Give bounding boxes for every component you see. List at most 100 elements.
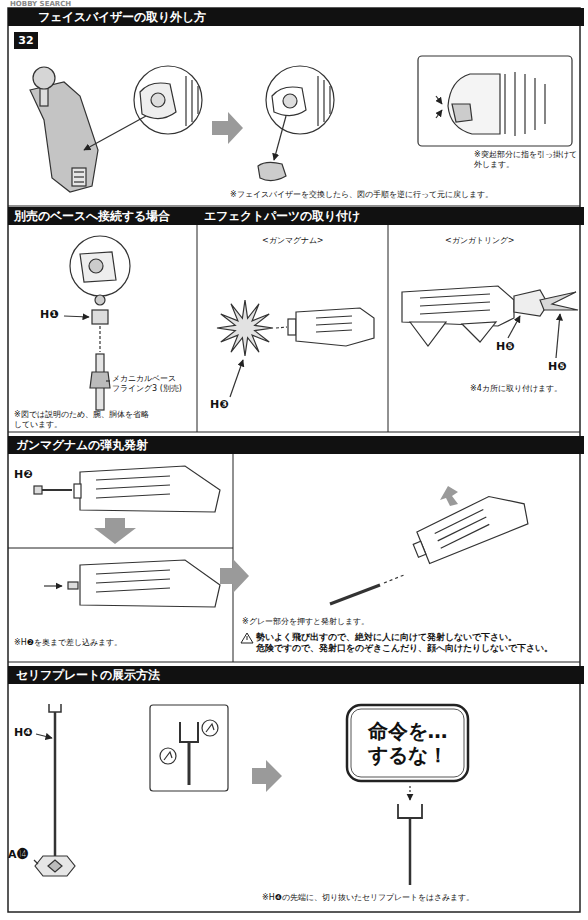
node-text: 32 xyxy=(14,32,38,49)
clip-inset xyxy=(150,705,228,791)
gun-magnum-effect xyxy=(276,327,287,328)
head-sphere xyxy=(197,86,198,114)
base-connection xyxy=(64,236,130,410)
plate-clip xyxy=(398,786,422,885)
page-frame xyxy=(388,225,389,432)
detail-inset xyxy=(436,96,442,104)
gun-gatling-effect xyxy=(462,322,496,342)
part-name: メカニカルベース フライング3 (別売) xyxy=(112,374,186,394)
head-sphere xyxy=(140,83,176,119)
gun-magnum-effect xyxy=(230,360,243,397)
detail-inset xyxy=(544,84,545,124)
step-arrow xyxy=(220,559,249,593)
detail-inset xyxy=(514,72,515,136)
detail-inset xyxy=(452,104,472,122)
plate-stand xyxy=(48,860,62,872)
note: ※H❹の先端に、切り抜いたセリフプレートをはさみます。 xyxy=(262,893,474,903)
node-text: セリフプレートの展示方法 xyxy=(16,666,584,684)
gun-magnum-effect xyxy=(217,300,273,356)
page-frame xyxy=(8,662,580,663)
clip-inset xyxy=(188,742,191,785)
head-visor-removed xyxy=(317,76,318,126)
head-sphere xyxy=(84,116,146,150)
shoulder-part xyxy=(33,67,55,89)
section-header: エフェクトパーツの取り付け xyxy=(198,207,584,225)
note: ※図では説明のため、腕、胴体を省略 しています。 xyxy=(14,410,164,430)
part-number: H❹ xyxy=(14,726,33,740)
page-frame xyxy=(233,454,234,662)
plate-stand xyxy=(34,860,38,864)
clip-inset xyxy=(160,748,176,764)
detail-inset xyxy=(436,110,442,118)
page-frame xyxy=(197,207,198,432)
step-number: 32 xyxy=(14,32,38,49)
base-connection xyxy=(99,326,100,352)
note: ※グレー部分を押すと発射します。 xyxy=(242,617,369,627)
gun-magnum-firing xyxy=(407,485,531,566)
head-visor-removed xyxy=(274,116,286,160)
page-frame xyxy=(8,8,580,912)
part-number: H❶ xyxy=(40,308,59,322)
step-arrow xyxy=(252,760,282,792)
head-visor-removed xyxy=(283,94,297,108)
gun-magnum-effect xyxy=(296,308,374,346)
gun-magnum-bullet xyxy=(96,579,170,583)
gun-magnum-bullet xyxy=(40,489,72,491)
node-text: 命令を… するな！ xyxy=(362,719,454,767)
gun-gatling-effect xyxy=(402,286,514,326)
clip-inset xyxy=(180,722,198,742)
base-connection xyxy=(106,380,110,381)
head-visor-removed xyxy=(258,66,334,181)
clip-inset xyxy=(202,720,218,736)
head-sphere xyxy=(185,76,186,126)
item-title: <ガンガトリング> xyxy=(445,236,514,246)
base-connection xyxy=(89,259,103,273)
gun-magnum-bullet xyxy=(74,484,81,498)
detail-inset xyxy=(448,74,500,134)
warning-icon xyxy=(247,636,248,640)
detail-inset xyxy=(418,56,572,146)
shoulder-part xyxy=(72,168,86,186)
gun-magnum-effect xyxy=(316,316,352,318)
detail-inset xyxy=(418,56,572,146)
part-number: H❺ xyxy=(496,340,515,354)
base-connection xyxy=(64,316,89,317)
detail-inset xyxy=(534,78,535,130)
head-visor-removed xyxy=(266,66,334,134)
gun-magnum-effect xyxy=(288,319,296,335)
section-header: フェイスバイザーの取り外し方 xyxy=(8,8,584,26)
gun-magnum-bullet xyxy=(96,476,170,480)
gun-gatling-effect xyxy=(420,302,490,306)
gun-magnum-firing xyxy=(415,485,532,563)
part-number: H❸ xyxy=(210,398,229,412)
gun-magnum-firing xyxy=(384,575,404,583)
shoulder-part xyxy=(74,176,84,177)
gun-gatling-effect xyxy=(420,294,490,298)
gun-gatling-effect xyxy=(540,292,578,310)
plate-outline xyxy=(347,705,468,781)
plate-stand xyxy=(36,734,52,738)
gun-magnum-effect xyxy=(316,323,352,325)
step-arrow xyxy=(212,112,243,144)
gun-magnum-bullet xyxy=(80,466,220,512)
item-title: <ガンマグナム> xyxy=(262,236,323,246)
part-number: H❺ xyxy=(548,360,567,374)
watermark: HOBBY SEARCH xyxy=(10,0,71,9)
gun-gatling-effect xyxy=(410,322,446,346)
gun-magnum-bullet xyxy=(96,588,170,592)
gun-magnum-bullet xyxy=(34,466,220,512)
base-connection xyxy=(80,252,116,282)
gun-magnum-bullet xyxy=(96,485,170,489)
plate-stand xyxy=(35,856,75,876)
part-number: H❷ xyxy=(14,468,33,482)
gun-gatling-effect xyxy=(420,310,490,314)
detail-inset xyxy=(504,74,505,134)
base-connection xyxy=(70,236,130,296)
clip-inset xyxy=(206,724,214,732)
step-arrow xyxy=(212,112,243,144)
gun-magnum-bullet xyxy=(34,486,42,494)
plate-stand xyxy=(34,704,75,876)
step-arrow xyxy=(252,760,282,792)
base-connection xyxy=(90,372,110,388)
